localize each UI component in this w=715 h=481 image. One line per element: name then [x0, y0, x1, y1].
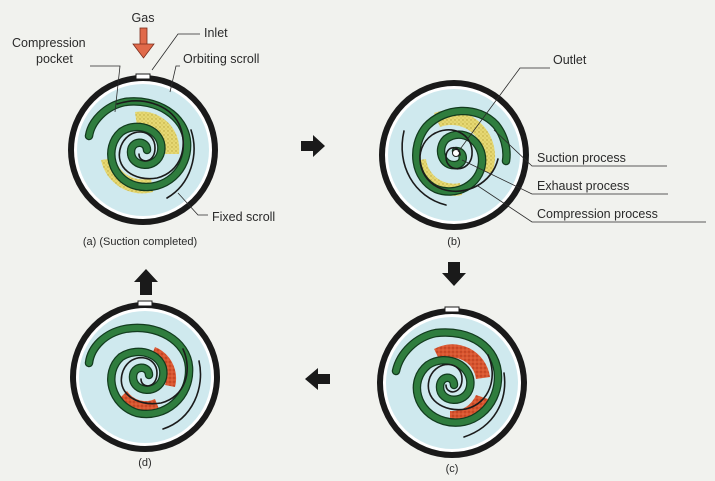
inlet-port-a: [135, 73, 151, 80]
label-outlet: Outlet: [553, 53, 587, 67]
suction-gas-region-b2: [414, 159, 462, 196]
orbiting-scroll-c: [427, 354, 506, 438]
leader-orbiting-scroll: [169, 65, 180, 93]
label-fixed-scroll: Fixed scroll: [212, 210, 275, 224]
arrow-up-icon: [134, 269, 158, 295]
label-inlet: Inlet: [204, 26, 228, 40]
panel-a: [68, 73, 218, 225]
caption-c: (c): [446, 463, 459, 475]
fixed-scroll-c: [393, 329, 502, 426]
inlet-port-c: [444, 306, 460, 313]
label-gas: Gas: [132, 11, 155, 25]
arrow-right-icon: [301, 135, 325, 157]
label-compression-pocket-2: pocket: [36, 52, 73, 66]
caption-a: (a) (Suction completed): [83, 236, 197, 248]
orbiting-scroll-b: [401, 129, 499, 206]
arrow-left-icon: [305, 368, 330, 390]
inlet-port-d: [137, 300, 153, 307]
compressed-gas-region-c2: [450, 395, 488, 424]
caption-b: (b): [447, 236, 460, 248]
leader-exhaust-process: [461, 159, 668, 195]
label-exhaust-process: Exhaust process: [537, 179, 629, 193]
leader-compression-process: [477, 185, 706, 223]
gas-arrow-icon: [132, 27, 155, 59]
panel-d: [70, 300, 220, 452]
panel-c: [377, 306, 527, 458]
label-compression-pocket-1: Compression: [12, 36, 86, 50]
fixed-scroll-d: [86, 324, 193, 417]
compressed-gas-region-c: [434, 344, 490, 379]
label-orbiting-scroll: Orbiting scroll: [183, 52, 259, 66]
leader-compression-pocket: [90, 65, 121, 113]
orbiting-scroll-d: [120, 348, 202, 430]
arrow-down-icon: [442, 262, 466, 286]
leader-outlet: [457, 67, 550, 153]
outlet-port-b: [452, 149, 460, 157]
leader-suction-process: [493, 129, 667, 167]
fixed-scroll-a: [86, 98, 191, 190]
panel-b: [379, 80, 529, 230]
leader-fixed-scroll: [177, 192, 208, 216]
label-suction-process: Suction process: [537, 151, 626, 165]
label-compression-process: Compression process: [537, 207, 658, 221]
caption-d: (d): [138, 457, 151, 469]
leader-inlet: [151, 33, 200, 71]
suction-gas-region-a: [135, 111, 180, 154]
suction-gas-region-b: [434, 110, 496, 173]
orbiting-scroll-a: [116, 100, 195, 199]
